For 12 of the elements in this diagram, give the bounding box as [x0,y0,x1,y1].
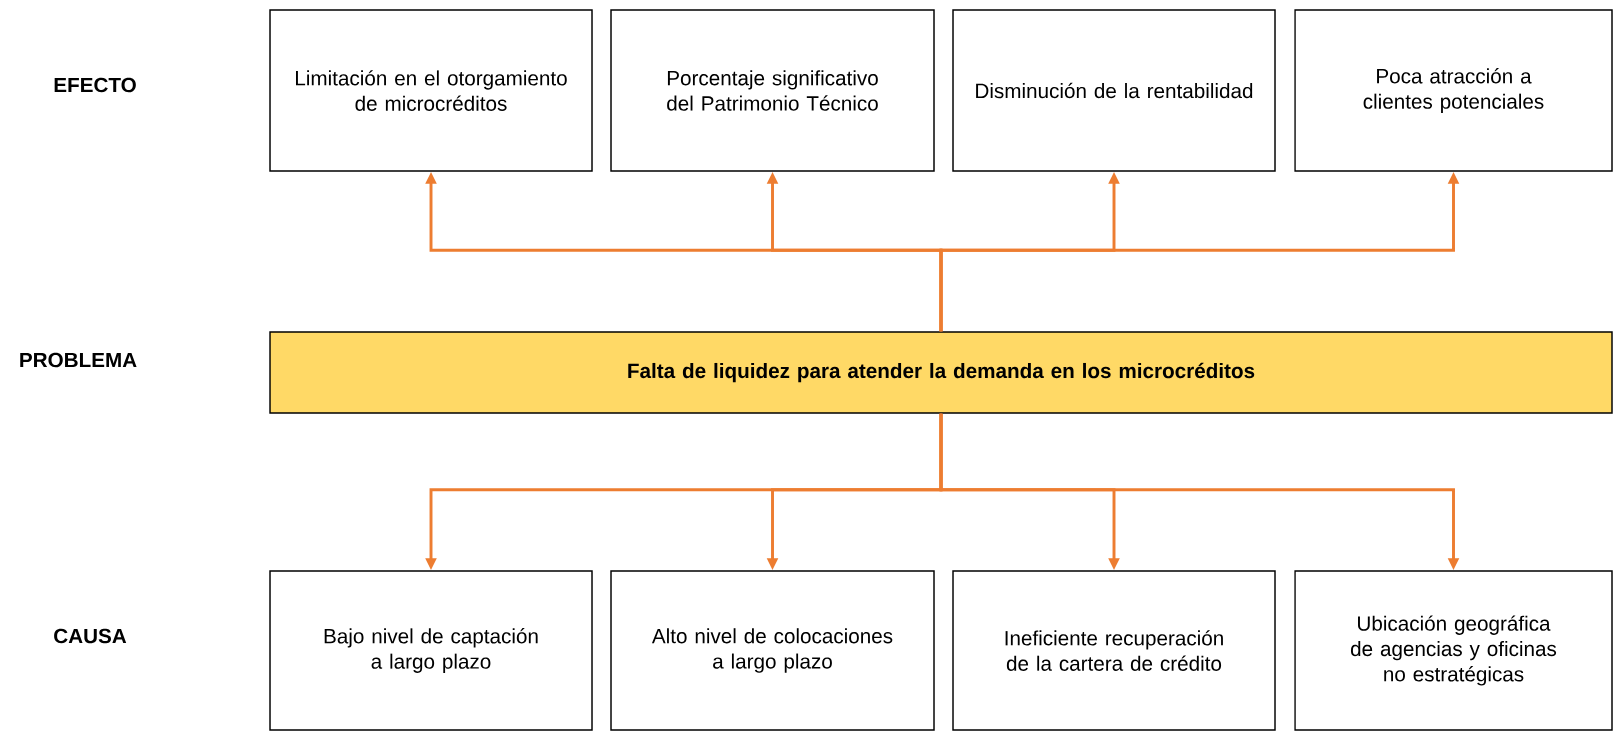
effect-box: Poca atracción a clientes potenciales [1294,9,1613,172]
effect-box: Porcentaje significativo del Patrimonio Técnico [610,9,935,172]
cause-box: Ubicación geográfica de agencias y oficinas no estratégicas [1294,570,1613,731]
problem-bar: Falta de liquidez para atender la demanda en los microcréditos [269,331,1613,414]
row-label: CAUSA [54,628,127,644]
cause-box: Ineficiente recuperación de la cartera de crédito [952,570,1276,731]
row-label: EFECTO [54,77,136,93]
row-label: PROBLEMA [20,352,137,368]
cause-box: Bajo nivel de captación a largo plazo [269,570,593,731]
effect-box: Limitación en el otorgamiento de microcréditos [269,9,593,172]
cause-box: Alto nivel de colocaciones a largo plazo [610,570,935,731]
effect-box: Disminución de la rentabilidad [952,9,1276,172]
